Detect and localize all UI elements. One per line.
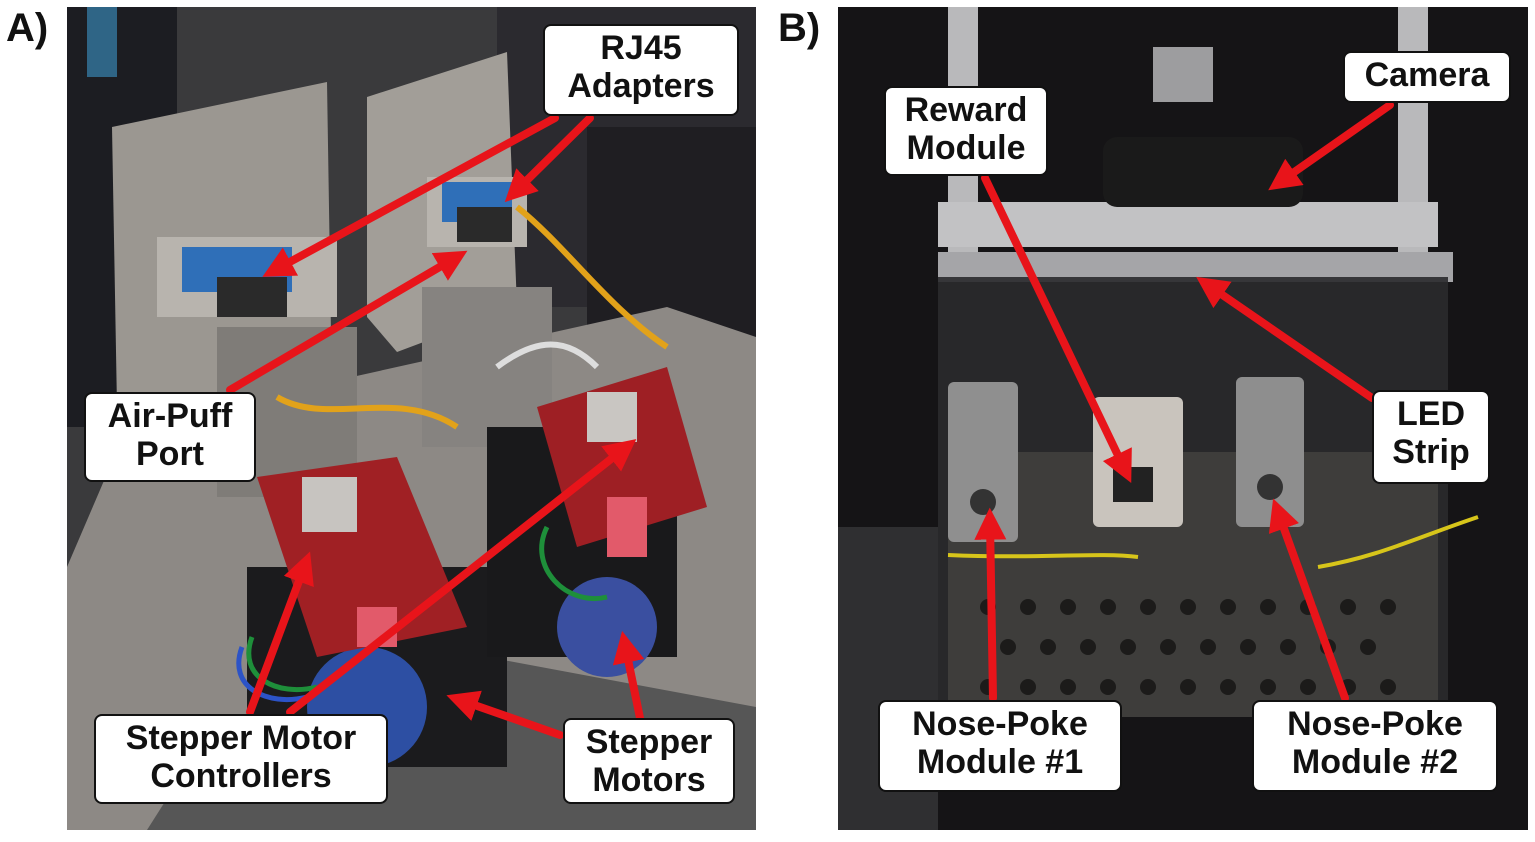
label-motors-line2: Motors <box>592 761 706 799</box>
label-motors-line1: Stepper <box>585 723 713 761</box>
label-reward-line2: Module <box>906 129 1026 167</box>
label-air-puff-port: Air-Puff Port <box>84 392 256 482</box>
label-air-puff-line1: Air-Puff <box>107 397 233 435</box>
label-stepper-motors: Stepper Motors <box>563 718 735 804</box>
label-nose1-line1: Nose-Poke <box>912 705 1088 743</box>
label-nose1-line2: Module #1 <box>916 743 1084 781</box>
label-nose2-line2: Module #2 <box>1291 743 1459 781</box>
label-led-strip: LED Strip <box>1372 390 1490 484</box>
label-controllers-line2: Controllers <box>150 757 332 795</box>
label-camera: Camera <box>1343 51 1511 103</box>
panel-b-letter: B) <box>778 6 821 50</box>
label-stepper-motor-controllers: Stepper Motor Controllers <box>94 714 388 804</box>
label-camera-line1: Camera <box>1364 56 1490 94</box>
label-rj45-line1: RJ45 <box>600 29 682 67</box>
label-reward-module: Reward Module <box>884 86 1048 176</box>
label-rj45-line2: Adapters <box>567 67 715 105</box>
label-nose2-line1: Nose-Poke <box>1287 705 1463 743</box>
label-nose-poke-module-2: Nose-Poke Module #2 <box>1252 700 1498 792</box>
label-nose-poke-module-1: Nose-Poke Module #1 <box>878 700 1122 792</box>
panel-a-letter: A) <box>6 6 49 50</box>
label-rj45-adapters: RJ45 Adapters <box>543 24 739 116</box>
label-air-puff-line2: Port <box>136 435 204 473</box>
label-reward-line1: Reward <box>904 91 1028 129</box>
label-controllers-line1: Stepper Motor <box>125 719 357 757</box>
label-led-line2: Strip <box>1392 433 1470 471</box>
label-led-line1: LED <box>1397 395 1465 433</box>
